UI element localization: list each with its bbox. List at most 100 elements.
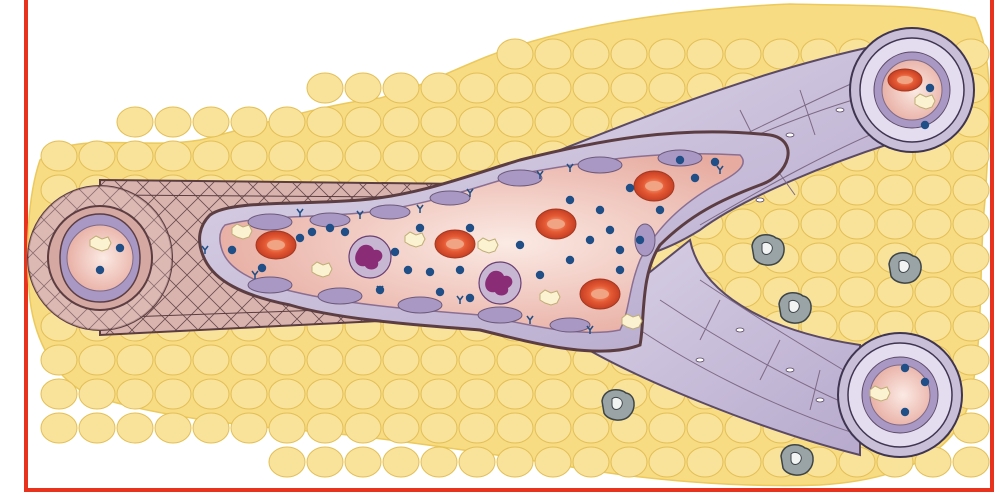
red-blood-cell-icon [435,230,475,258]
red-blood-cell-icon [580,279,620,309]
adipocyte-cell [687,413,723,443]
adipocyte-cell [307,73,343,103]
adipocyte-cell [117,413,153,443]
adipocyte-cell [307,107,343,137]
adipocyte-cell [953,209,989,239]
adipocyte-cell [193,107,229,137]
adipocyte-cell [193,413,229,443]
adipocyte-cell [725,447,761,477]
adipocyte-cell [573,413,609,443]
platelet-dot-icon [901,364,909,372]
adipocyte-cell [421,413,457,443]
adipocyte-cell [611,39,647,69]
platelet-dot-icon [901,408,909,416]
adipocyte-cell [649,39,685,69]
adipocyte-cell [155,413,191,443]
adipocyte-cell [915,175,951,205]
adipocyte-cell [459,141,495,171]
adipocyte-cell [421,107,457,137]
adipocyte-cell [459,447,495,477]
platelet-dot-icon [656,206,664,214]
platelet-dot-icon [586,236,594,244]
adipocyte-cell [611,73,647,103]
platelet-dot-icon [426,268,434,276]
adipocyte-cell [953,175,989,205]
macrophage-icon [602,390,634,420]
adipocyte-cell [383,413,419,443]
platelet-dot-icon [228,246,236,254]
adipocyte-cell [953,141,989,171]
adipocyte-cell [953,277,989,307]
adipocyte-cell [459,379,495,409]
adipocyte-cell [421,73,457,103]
platelet-dot-icon [116,244,124,252]
adipocyte-cell [497,73,533,103]
adipocyte-cell [535,413,571,443]
adipocyte-cell [535,379,571,409]
platelet-dot-icon [326,224,334,232]
macrophage-icon [781,445,813,475]
platelet-dot-icon [391,248,399,256]
platelet-dot-icon [596,206,604,214]
adipocyte-cell [459,73,495,103]
adipocyte-cell [497,413,533,443]
adipocyte-cell [535,447,571,477]
adipocyte-cell [687,39,723,69]
neutrophil-icon [349,236,391,278]
adipocyte-cell [345,379,381,409]
adipocyte-cell [79,345,115,375]
adipocyte-cell [573,73,609,103]
adipocyte-cell [953,311,989,341]
adipocyte-cell [41,413,77,443]
red-blood-cell-icon [536,209,576,239]
adipocyte-cell [459,413,495,443]
adipocyte-cell [649,447,685,477]
platelet-dot-icon [536,271,544,279]
platelet-dot-icon [456,266,464,274]
adipocyte-cell [193,345,229,375]
adipocyte-cell [421,447,457,477]
adipocyte-cell [801,175,837,205]
adipocyte-cell [953,243,989,273]
macrophage-icon [752,235,784,265]
adipocyte-cell [535,107,571,137]
adipocyte-cell [231,107,267,137]
adipocyte-cell [307,379,343,409]
adipocyte-cell [155,345,191,375]
adipocyte-cell [801,209,837,239]
adipocyte-cell [459,107,495,137]
red-blood-cell-icon [888,69,922,91]
platelet-dot-icon [626,184,634,192]
macrophage-icon [779,293,811,323]
platelet-dot-icon [711,158,719,166]
platelet-dot-icon [96,266,104,274]
adipocyte-cell [725,39,761,69]
adipocyte-cell [155,107,191,137]
adipocyte-cell [79,413,115,443]
adipocyte-cell [79,379,115,409]
adipocyte-cell [345,447,381,477]
platelet-dot-icon [308,228,316,236]
platelet-dot-icon [921,378,929,386]
adipocyte-cell [421,345,457,375]
platelet-dot-icon [416,224,424,232]
adipocyte-cell [915,209,951,239]
adipocyte-cell [839,311,875,341]
platelet-dot-icon [636,236,644,244]
adipocyte-cell [41,379,77,409]
adipocyte-cell [269,447,305,477]
red-blood-cell-icon [256,231,296,259]
adipocyte-cell [231,379,267,409]
adipocyte-cell [953,345,989,375]
adipocyte-cell [269,345,305,375]
adipocyte-cell [155,379,191,409]
left-artery-cross-section [28,186,172,330]
adipocyte-cell [877,175,913,205]
adipocyte-cell [345,107,381,137]
adipocyte-cell [231,141,267,171]
adipocyte-cell [307,413,343,443]
adipocyte-cell [497,107,533,137]
adipocyte-cell [459,345,495,375]
platelet-dot-icon [466,294,474,302]
